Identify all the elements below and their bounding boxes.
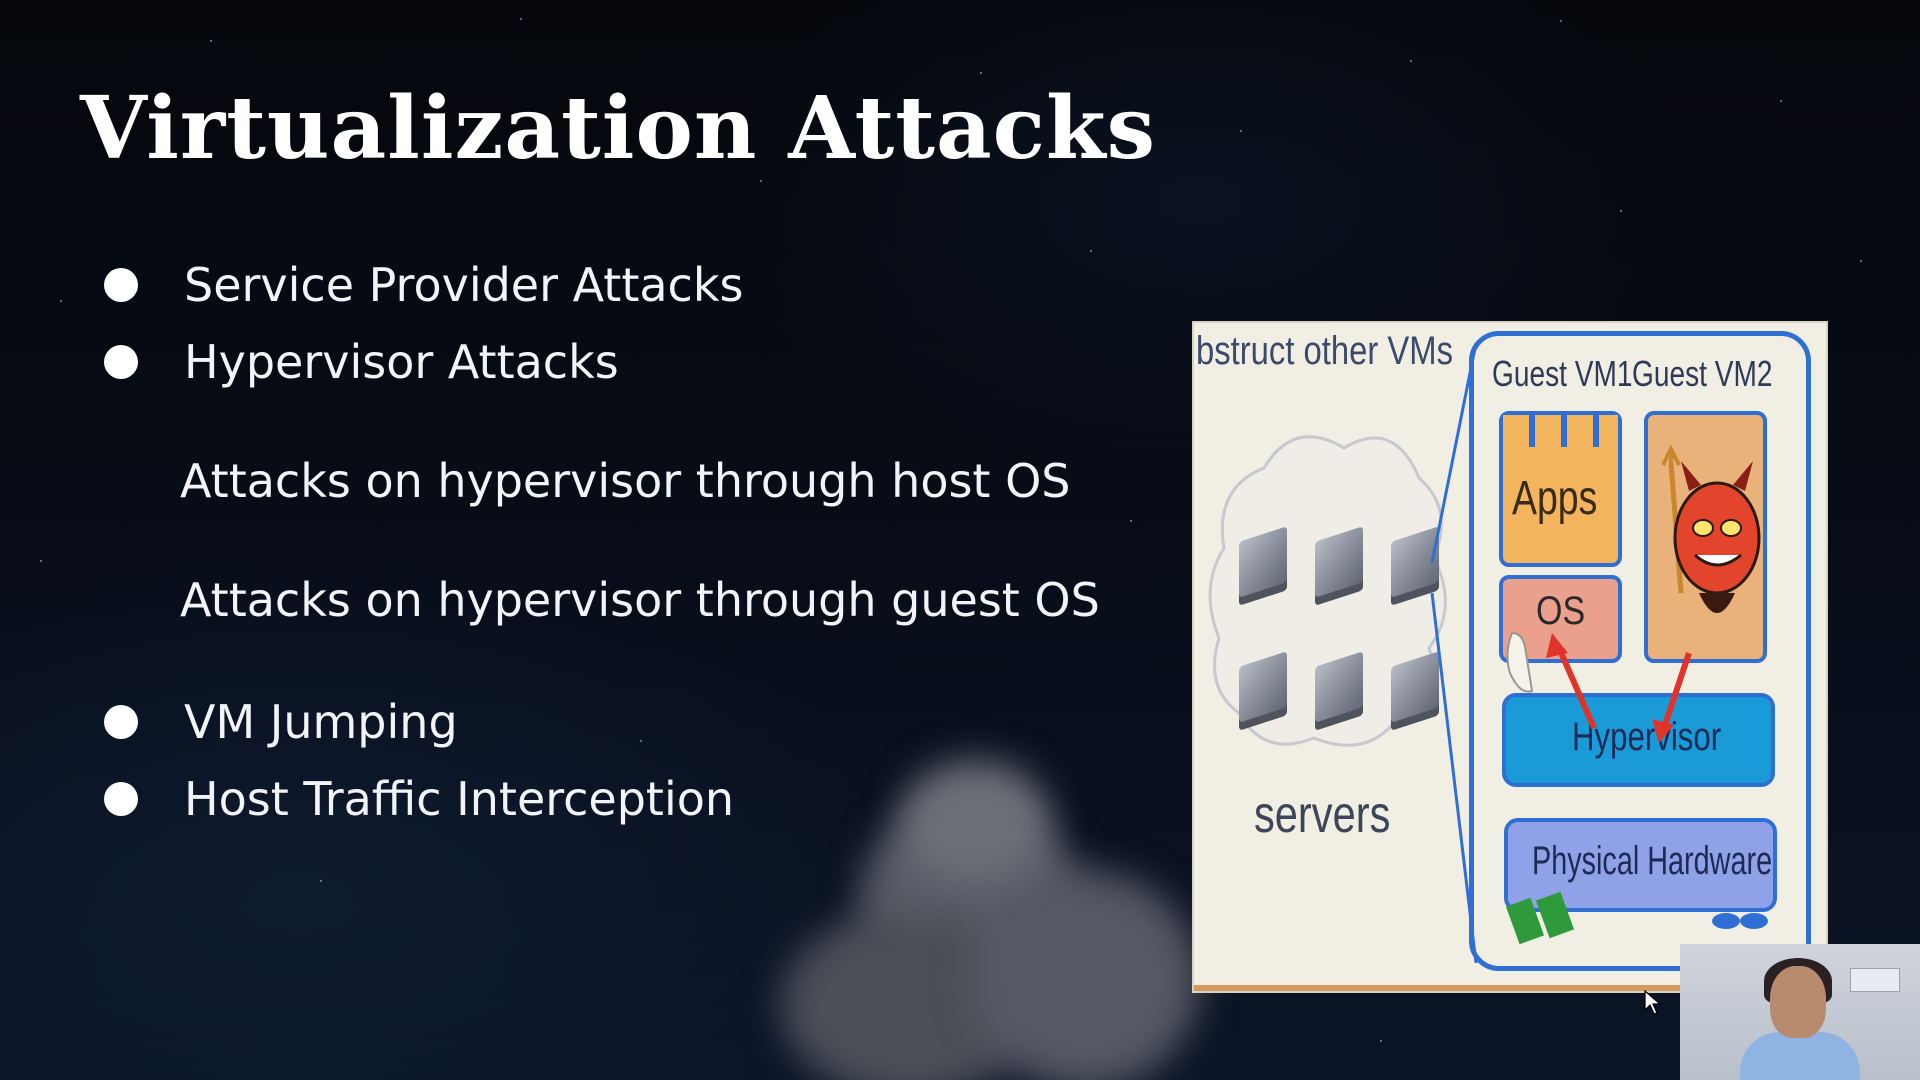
wall-sign	[1850, 968, 1900, 992]
apps-label: Apps	[1512, 472, 1598, 525]
bullet-dot-icon	[104, 345, 138, 379]
host-frame	[1469, 331, 1811, 971]
bullet-dot-icon	[104, 782, 138, 816]
pointer-hand-icon	[1506, 631, 1534, 693]
presenter-head	[1770, 966, 1826, 1038]
star	[1240, 130, 1242, 132]
presenter-body	[1740, 1032, 1860, 1080]
star	[1560, 20, 1562, 22]
bullet-dot-icon	[104, 705, 138, 739]
star	[1130, 520, 1132, 522]
servers-label: servers	[1254, 786, 1391, 844]
bullet-item: Service Provider Attacks	[104, 258, 743, 312]
star	[60, 300, 62, 302]
sub-item: Attacks on hypervisor through guest OS	[180, 573, 1100, 627]
devil-icon	[1661, 444, 1761, 613]
apps-box-teeth	[1503, 415, 1618, 447]
apps-box	[1499, 411, 1622, 567]
diagram-bottom-bar	[1194, 985, 1826, 991]
guest-vm1-label: Guest VM1	[1492, 353, 1633, 394]
bullet-text: Service Provider Attacks	[184, 258, 744, 312]
bullet-item: Host Traffic Interception	[104, 772, 734, 826]
star	[40, 560, 42, 562]
bullet-text: Hypervisor Attacks	[184, 335, 619, 389]
cloud-puff	[900, 760, 1050, 880]
cloud-puff	[970, 870, 1200, 1080]
hypervisor-label: Hypervisor	[1572, 715, 1722, 759]
slide-title: Virtualization Attacks	[80, 78, 1157, 179]
cloud-background	[740, 760, 1260, 1080]
star	[210, 40, 212, 42]
physical-hardware-label: Physical Hardware	[1532, 839, 1773, 883]
star	[1380, 1040, 1382, 1042]
star	[520, 18, 522, 20]
bullet-text: Host Traffic Interception	[184, 772, 735, 826]
bullet-item: Hypervisor Attacks	[104, 335, 619, 389]
star	[1780, 100, 1782, 102]
bullet-text: VM Jumping	[184, 695, 458, 749]
attack-arrows	[1505, 631, 1768, 945]
virtualization-diagram: bstruct other VMs servers Guest VM1 Gues…	[1194, 323, 1826, 991]
star	[1860, 260, 1862, 262]
bullet-item: VM Jumping	[104, 695, 458, 749]
hypervisor-box	[1502, 693, 1775, 787]
bullet-dot-icon	[104, 268, 138, 302]
diagram-connector-lines	[1430, 342, 1478, 964]
sub-item: Attacks on hypervisor through host OS	[180, 454, 1071, 508]
diagram-top-text: bstruct other VMs	[1196, 329, 1454, 373]
star	[640, 740, 642, 742]
mouse-cursor-icon	[1644, 990, 1662, 1015]
star	[760, 180, 762, 182]
os-label: OS	[1536, 589, 1586, 633]
star	[1410, 60, 1412, 62]
presenter-webcam	[1680, 944, 1920, 1080]
star	[320, 880, 322, 882]
guest-vm2-label: Guest VM2	[1632, 353, 1773, 394]
star	[1620, 210, 1622, 212]
star	[980, 72, 982, 74]
star	[1090, 250, 1092, 252]
